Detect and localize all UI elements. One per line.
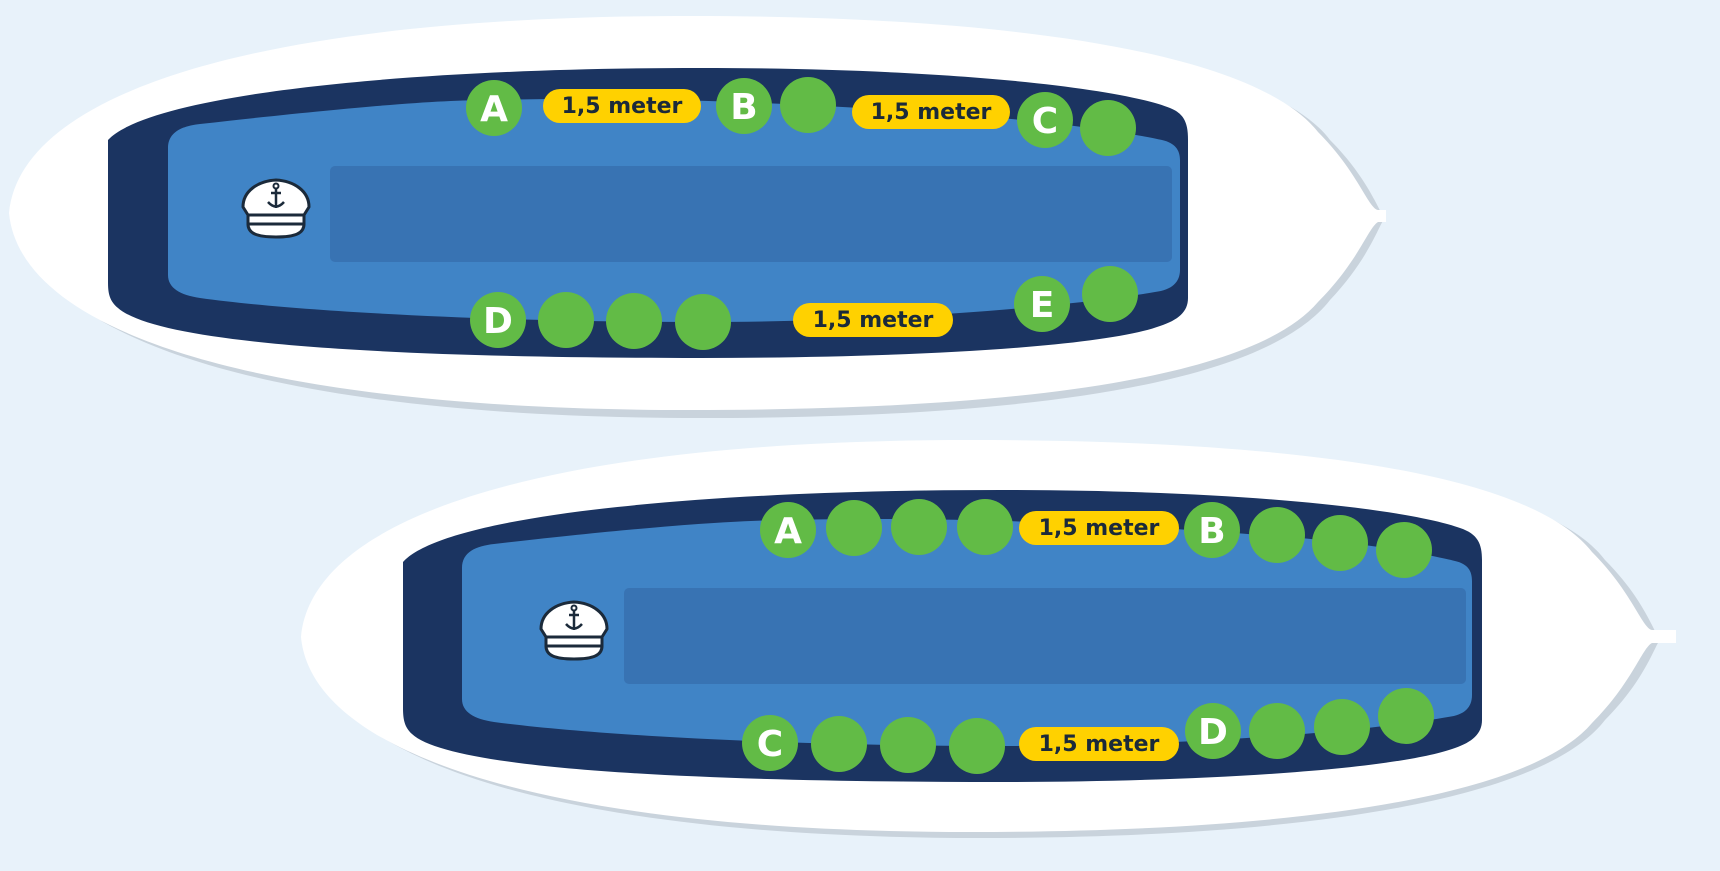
boat-1-seat: A: [466, 80, 522, 136]
seat-circle: [811, 716, 867, 772]
boat-1-seat: [1080, 100, 1136, 156]
seat-letter: A: [774, 511, 802, 552]
boat-2-seat: [826, 500, 882, 556]
boat-2-distance-marker: 1,5 meter: [1019, 511, 1179, 545]
seat-circle: [957, 499, 1013, 555]
seat-circle: [1082, 266, 1138, 322]
boat-2-seat: [811, 716, 867, 772]
boat-2-seat: A: [760, 502, 816, 558]
boat-1: A 1,5 meter B 1,5 meter C D: [9, 16, 1386, 418]
boat-1-distance-marker: 1,5 meter: [543, 89, 701, 123]
distance-label: 1,5 meter: [1039, 516, 1160, 541]
boat-1-seat: B: [716, 78, 772, 134]
seat-circle: [470, 292, 526, 348]
boat-2-seat: B: [1184, 502, 1240, 558]
seat-circle: [1378, 688, 1434, 744]
distance-pill: [543, 89, 701, 123]
seat-letter: A: [480, 89, 508, 130]
seat-circle: [1249, 507, 1305, 563]
boat-1-distance-marker: 1,5 meter: [852, 95, 1010, 129]
seat-circle: [1249, 703, 1305, 759]
seat-circle: [1312, 515, 1368, 571]
boat-2-distance-marker: 1,5 meter: [1019, 727, 1179, 761]
seat-circle: [1080, 100, 1136, 156]
seat-circle: [949, 718, 1005, 774]
seat-circle: [1017, 92, 1073, 148]
boat-1-seat: C: [1017, 92, 1073, 148]
boat-1-distance-marker: 1,5 meter: [793, 303, 953, 337]
distance-label: 1,5 meter: [871, 100, 992, 125]
boat-1-seat: D: [470, 292, 526, 348]
distance-pill: [852, 95, 1010, 129]
seat-circle: [760, 502, 816, 558]
boat-1-seat: [1082, 266, 1138, 322]
boat-2-bench: [624, 588, 1466, 684]
distance-label: 1,5 meter: [1039, 732, 1160, 757]
seat-letter: D: [483, 301, 513, 342]
boat-2-seat: [949, 718, 1005, 774]
boat-2-seat: [1249, 507, 1305, 563]
seat-circle: [675, 294, 731, 350]
seat-circle: [742, 715, 798, 771]
captain-hat-anchor-icon: [241, 178, 311, 239]
seat-circle: [1185, 703, 1241, 759]
seat-letter: B: [730, 87, 757, 128]
boat-2-seat: [880, 717, 936, 773]
boat-1-seat: [606, 293, 662, 349]
boat-2-seat: [1312, 515, 1368, 571]
seat-circle: [1014, 276, 1070, 332]
boat-2-seat: [891, 499, 947, 555]
distance-label: 1,5 meter: [562, 94, 683, 119]
seat-circle: [538, 292, 594, 348]
boat-2: A 1,5 meter B: [301, 440, 1676, 838]
boat-1-bench: [330, 166, 1172, 262]
captain-hat-anchor-icon: [539, 600, 609, 661]
seat-letter: E: [1030, 285, 1055, 326]
boat-1-seat: [675, 294, 731, 350]
boat-2-seat: C: [742, 715, 798, 771]
boat-2-seat: [1378, 688, 1434, 744]
seat-circle: [780, 77, 836, 133]
boat-1-seat: [780, 77, 836, 133]
boat-1-seat: [538, 292, 594, 348]
seat-circle: [826, 500, 882, 556]
distance-pill: [1019, 511, 1179, 545]
distance-pill: [1019, 727, 1179, 761]
seat-letter: D: [1198, 712, 1228, 753]
seat-circle: [716, 78, 772, 134]
boat-2-seat: [1314, 699, 1370, 755]
seat-letter: C: [1032, 101, 1058, 142]
boat-2-seat: [957, 499, 1013, 555]
boat-1-seat: E: [1014, 276, 1070, 332]
seat-circle: [880, 717, 936, 773]
distance-label: 1,5 meter: [813, 308, 934, 333]
boat-2-seat: [1249, 703, 1305, 759]
seat-circle: [466, 80, 522, 136]
seat-letter: C: [757, 724, 783, 765]
distance-pill: [793, 303, 953, 337]
boat-2-seat: D: [1185, 703, 1241, 759]
seat-circle: [1314, 699, 1370, 755]
seat-circle: [1184, 502, 1240, 558]
seat-letter: B: [1198, 511, 1225, 552]
seat-circle: [606, 293, 662, 349]
boat-2-seat: [1376, 522, 1432, 578]
seat-circle: [891, 499, 947, 555]
seat-circle: [1376, 522, 1432, 578]
